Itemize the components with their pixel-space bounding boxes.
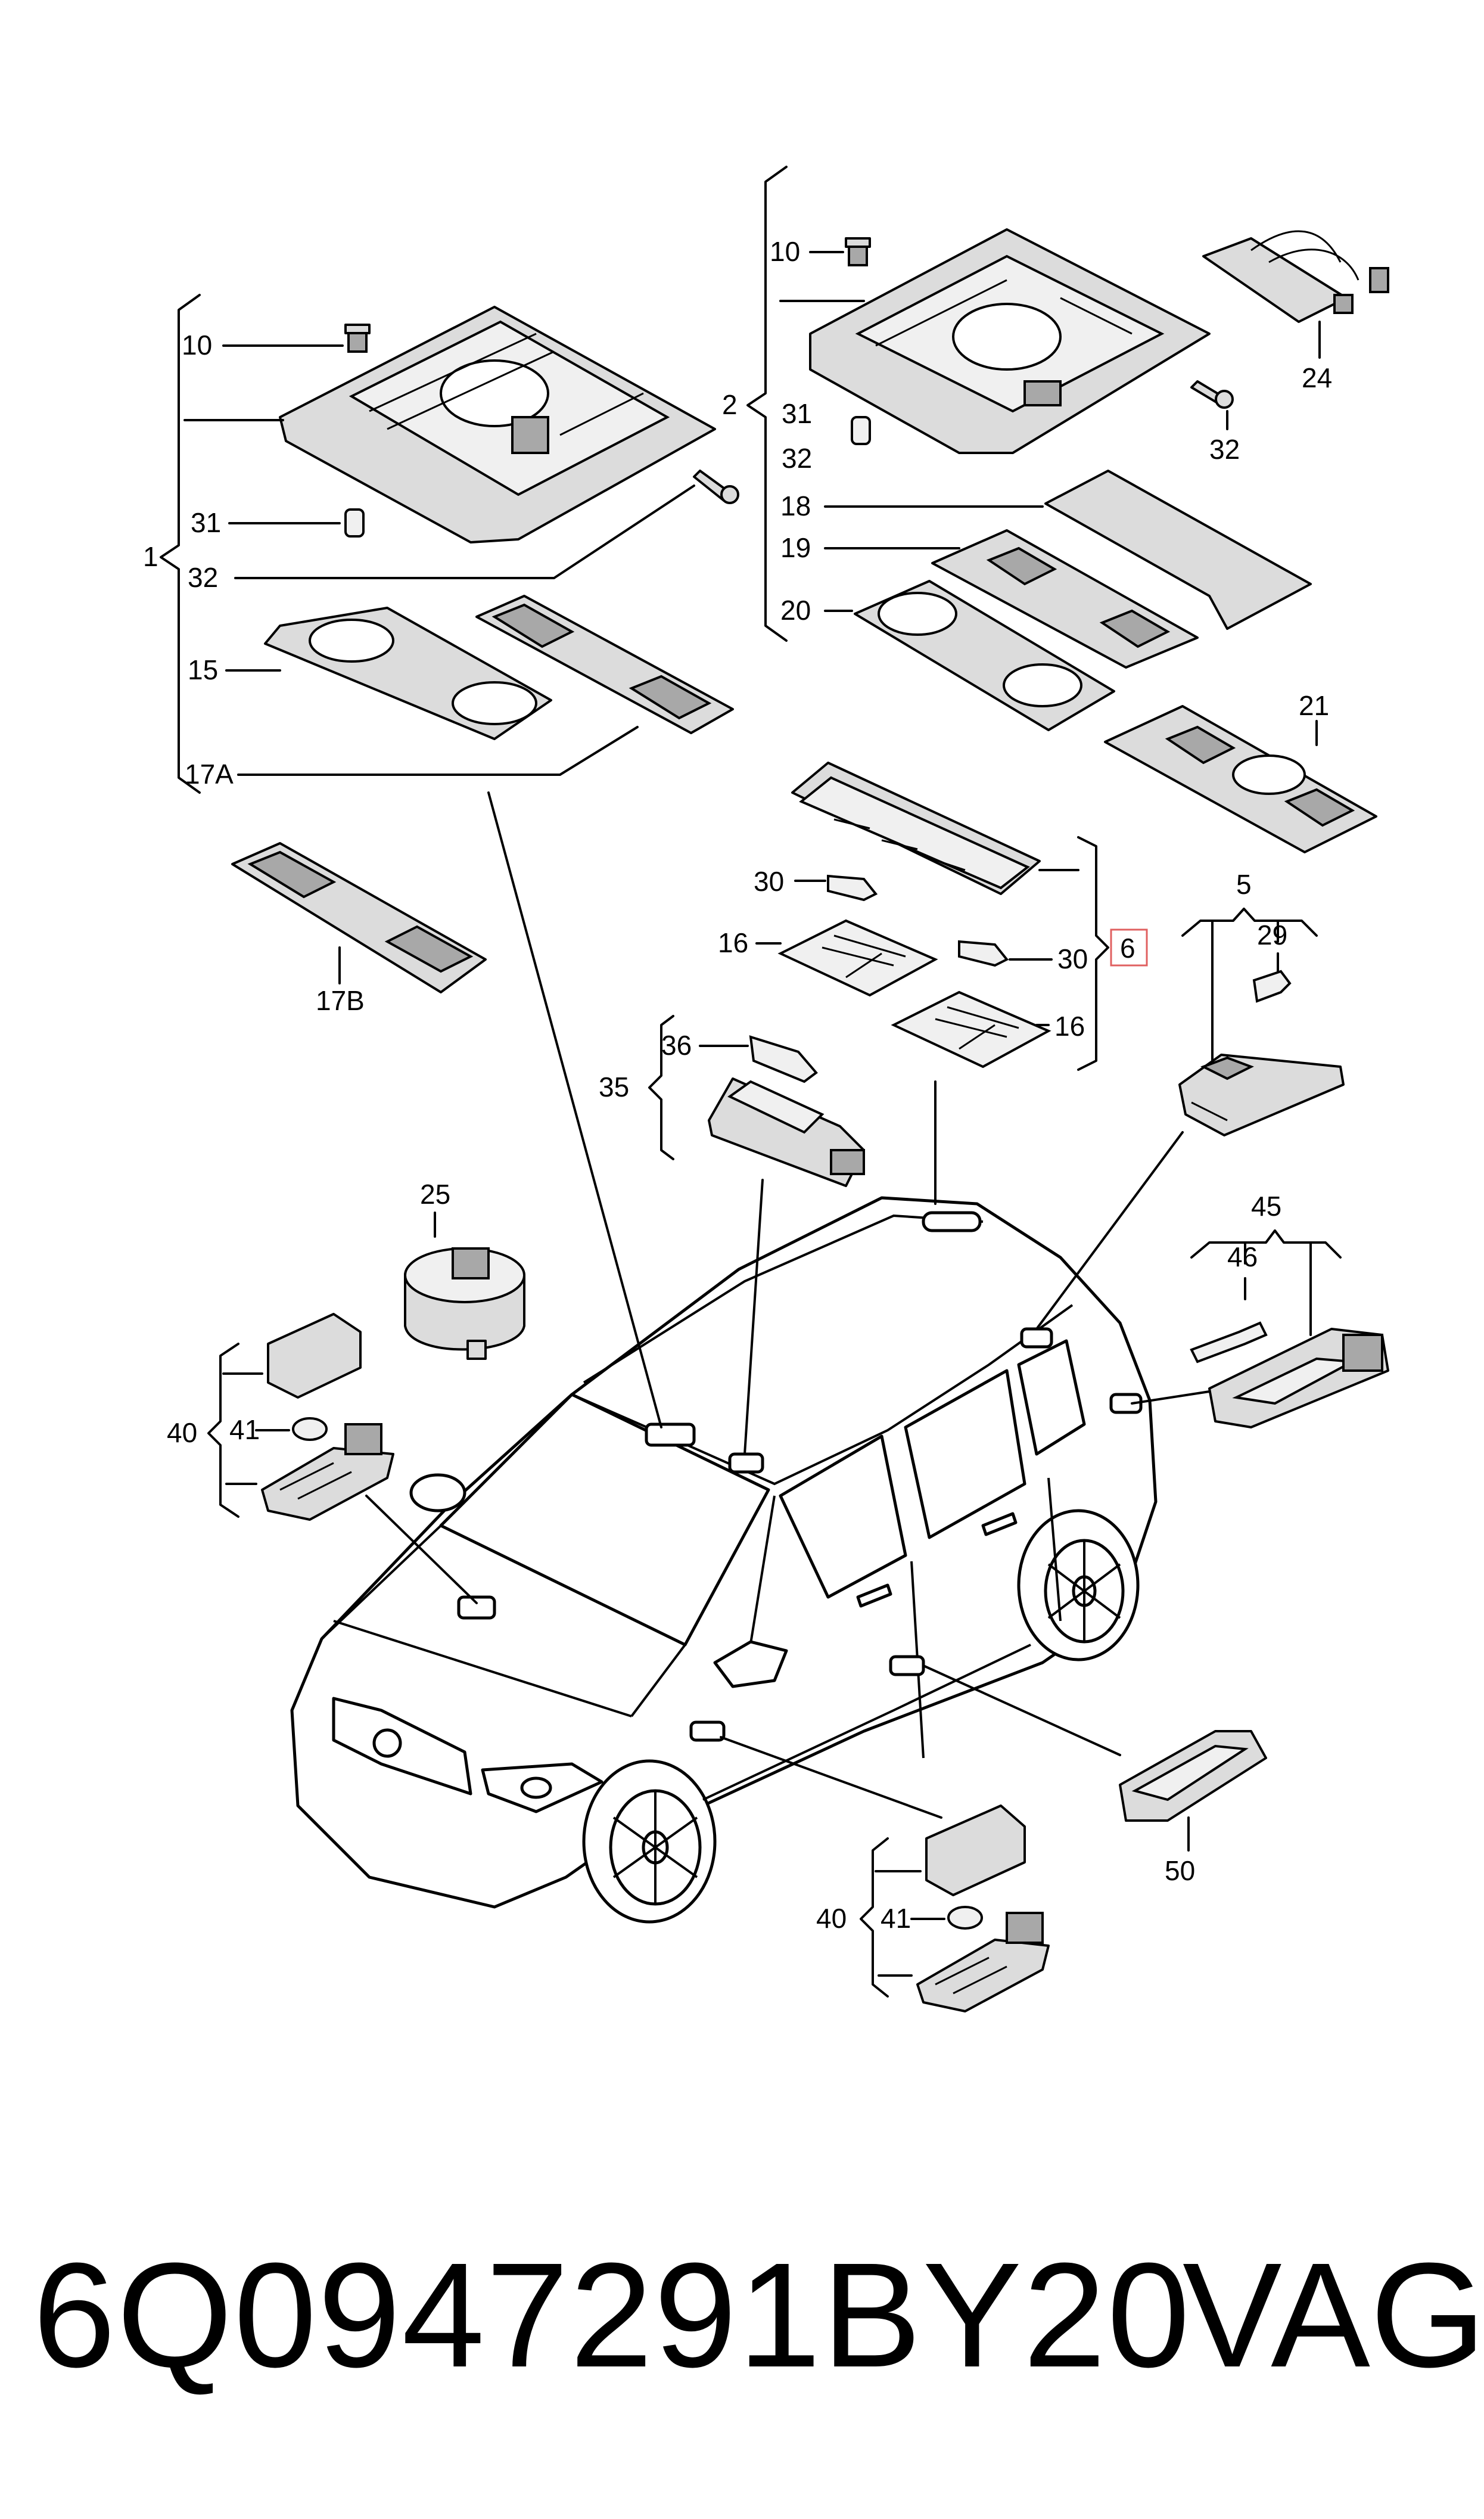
light-40b	[916, 1912, 1050, 2012]
panel-21	[1104, 705, 1377, 853]
connector-24	[1202, 230, 1389, 323]
part-number: 6Q0947291BY20	[33, 2232, 1191, 2398]
lens-cover-17a	[475, 595, 734, 734]
foil-16a	[777, 919, 938, 997]
label-25: 25	[420, 1179, 450, 1210]
bulb-46	[1190, 1321, 1268, 1363]
label-10b: 10	[770, 236, 800, 267]
label-30a: 30	[754, 866, 784, 897]
bulb-41a	[292, 1417, 328, 1441]
label-17b: 17B	[316, 985, 365, 1016]
label-50: 50	[1165, 1855, 1195, 1886]
module-25	[404, 1247, 525, 1360]
label-18: 18	[780, 490, 811, 521]
front-dome-light-housing	[279, 306, 716, 543]
light-40a	[261, 1423, 394, 1521]
vehicle-outline	[290, 1196, 1158, 1924]
group-40b-bracket	[860, 1837, 889, 1998]
lens-cover-17b	[231, 842, 487, 993]
label-5: 5	[1236, 869, 1252, 900]
label-15: 15	[188, 654, 218, 685]
label-1: 1	[143, 541, 158, 572]
lamp-35	[708, 1077, 865, 1187]
bulb-29	[1252, 970, 1292, 1003]
label-32b: 32	[782, 443, 812, 474]
label-31b: 31	[782, 398, 812, 429]
bulb-41b	[947, 1906, 983, 1930]
label-16a: 16	[718, 927, 748, 958]
screw-32a	[693, 470, 739, 504]
bulb-30b	[958, 940, 1009, 967]
label-2: 2	[722, 389, 738, 420]
lamp-module-6	[791, 762, 1041, 895]
bulb-31a	[344, 508, 365, 538]
label-32a: 32	[188, 562, 218, 593]
light-45	[1208, 1328, 1389, 1428]
highlight-6	[1110, 928, 1148, 967]
label-32c: 32	[1209, 434, 1240, 465]
foil-16b	[891, 990, 1051, 1069]
reading-light-5	[1178, 1054, 1345, 1136]
panel-19	[931, 529, 1199, 669]
label-10a: 10	[182, 330, 212, 361]
label-6: 6	[1120, 933, 1135, 964]
label-46: 46	[1227, 1241, 1258, 1272]
label-20: 20	[780, 595, 811, 626]
label-31a: 31	[191, 507, 221, 538]
group-2-bracket	[746, 166, 788, 642]
bulb-31b	[851, 416, 871, 445]
label-40a: 40	[167, 1417, 197, 1448]
clip-10a	[344, 324, 371, 353]
clip-10b	[845, 237, 871, 266]
label-36: 36	[661, 1030, 692, 1061]
leader-lines	[365, 791, 1211, 1819]
label-41a: 41	[229, 1414, 260, 1445]
rear-dome-light-housing	[809, 228, 1211, 454]
housing-40b	[925, 1804, 1026, 1896]
bulb-30a	[827, 874, 878, 902]
handle-light-50	[1119, 1730, 1267, 1822]
label-24: 24	[1302, 362, 1332, 393]
label-30b: 30	[1057, 943, 1088, 974]
group-1-bracket	[160, 294, 201, 794]
label-40b: 40	[816, 1903, 847, 1934]
bulb-36	[749, 1035, 818, 1083]
panel-20	[854, 580, 1115, 731]
brand-label: VAG	[1183, 2232, 1484, 2398]
housing-40a	[267, 1313, 362, 1399]
group-6-bracket	[1077, 836, 1109, 1071]
panel-18	[1044, 470, 1312, 630]
label-35: 35	[599, 1071, 629, 1102]
label-41b: 41	[881, 1903, 911, 1934]
label-17a: 17A	[185, 759, 234, 790]
lens-cover-15	[264, 607, 552, 740]
label-19: 19	[780, 532, 811, 563]
label-16b: 16	[1054, 1011, 1085, 1042]
screw-32b	[1190, 380, 1234, 409]
label-21: 21	[1299, 690, 1329, 721]
label-45: 45	[1251, 1191, 1281, 1222]
group-40a-bracket	[207, 1343, 239, 1518]
label-29: 29	[1257, 920, 1287, 951]
group-35-bracket	[648, 1015, 674, 1160]
